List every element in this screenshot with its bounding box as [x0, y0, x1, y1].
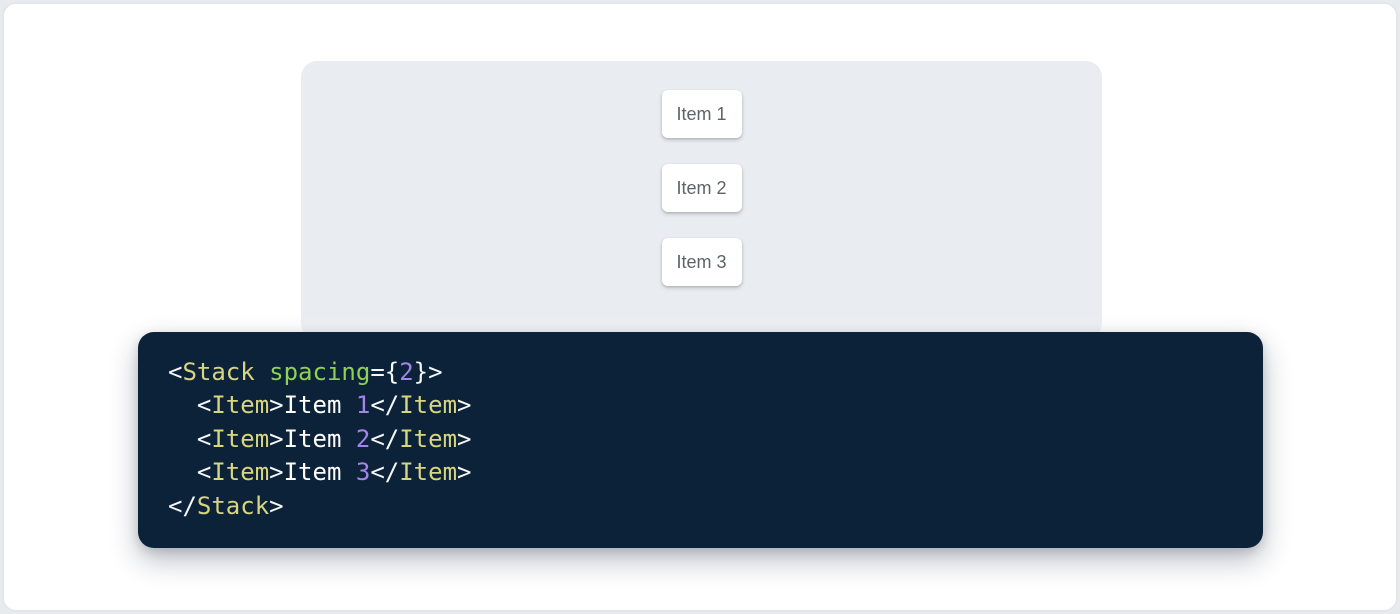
code-token-punc: >: [457, 391, 472, 420]
code-token-plain: Item: [283, 458, 356, 487]
code-token-plain: Item: [283, 391, 356, 420]
code-token-num: 3: [355, 458, 371, 487]
code-token-tag: Item: [211, 424, 270, 453]
code-token-num: 2: [399, 358, 414, 386]
code-line: <Item>Item 3</Item>: [168, 456, 1233, 489]
code-content: <Stack spacing={2}> <Item>Item 1</Item> …: [138, 332, 1263, 523]
code-token-tag: Item: [399, 458, 458, 487]
code-token-punc: >: [269, 424, 284, 453]
code-token-punc: <: [196, 458, 212, 487]
code-token-plain: [255, 358, 269, 386]
code-line: <Item>Item 1</Item>: [168, 389, 1233, 422]
stack-demo-panel: Item 1 Item 2 Item 3: [301, 61, 1102, 339]
stack-item-card: Item 1: [661, 90, 742, 138]
code-token-plain: Item: [283, 424, 356, 453]
code-token-punc: >: [269, 458, 284, 487]
code-token-attr: spacing: [269, 358, 371, 386]
stack-item-label: Item 2: [676, 177, 727, 198]
stack-item-label: Item 3: [676, 251, 727, 272]
code-token-punc: ={: [370, 358, 400, 386]
code-token-punc: >: [457, 458, 472, 487]
vertical-stack: Item 1 Item 2 Item 3: [301, 61, 1102, 286]
stack-item-card: Item 3: [661, 238, 742, 286]
code-token-tag: Stack: [182, 358, 255, 386]
stack-item-label: Item 1: [676, 103, 727, 124]
code-token-punc: </: [370, 458, 400, 487]
code-token-punc: >: [269, 491, 284, 520]
code-token-punc: </: [168, 491, 197, 520]
code-token-punc: </: [370, 424, 400, 453]
code-token-tag: Item: [211, 458, 270, 487]
code-token-num: 1: [355, 391, 371, 420]
code-token-punc: <: [196, 424, 212, 453]
code-token-punc: </: [370, 391, 400, 420]
code-token-plain: [168, 425, 197, 453]
code-token-tag: Item: [211, 391, 270, 420]
code-block: <Stack spacing={2}> <Item>Item 1</Item> …: [138, 332, 1263, 548]
code-token-tag: Item: [399, 424, 458, 453]
code-line: <Stack spacing={2}>: [168, 356, 1233, 389]
code-token-plain: [168, 391, 197, 419]
code-token-punc: >: [457, 424, 472, 453]
code-token-tag: Stack: [196, 491, 270, 520]
stack-item-card: Item 2: [661, 164, 742, 212]
code-token-num: 2: [355, 424, 371, 453]
code-line: <Item>Item 2</Item>: [168, 423, 1233, 456]
code-line: </Stack>: [168, 490, 1233, 523]
code-token-plain: [168, 458, 197, 486]
code-token-punc: <: [196, 391, 212, 420]
code-token-punc: <: [168, 358, 183, 386]
code-token-punc: >: [269, 391, 284, 420]
code-token-tag: Item: [399, 391, 458, 420]
code-token-punc: }>: [413, 358, 443, 386]
